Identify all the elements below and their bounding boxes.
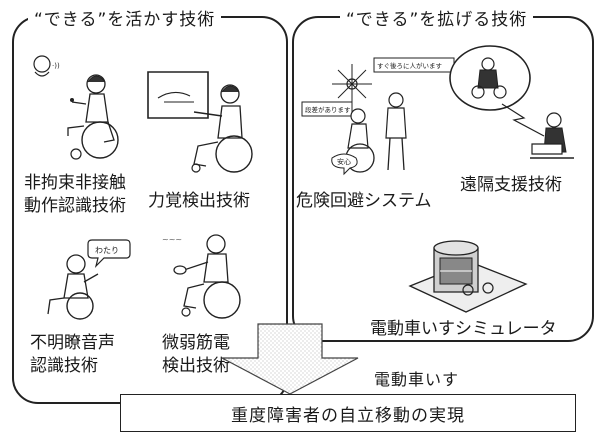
simulator-label: 電動車いすシミュレータ xyxy=(370,319,557,339)
speech-recognition-label-line2: 認識技術 xyxy=(30,356,98,376)
hazard-avoidance-illustration: すぐ後ろに人がいます 段差があります 安心 xyxy=(300,54,460,178)
left-panel-title: “できる”を活かす技術 xyxy=(28,5,222,30)
force-detection-label: 力覚検出技術 xyxy=(148,191,250,211)
callout-relief: 安心 xyxy=(337,157,351,166)
speech-bubble-text: わたり xyxy=(95,246,119,255)
callout-step: 段差があります xyxy=(305,105,351,114)
force-detection-illustration xyxy=(144,64,264,176)
simulator-illustration xyxy=(404,232,532,314)
svg-text:~~~: ~~~ xyxy=(162,235,182,244)
emg-detection-label-line1: 微弱筋電 xyxy=(162,333,230,353)
down-arrow-icon xyxy=(216,322,364,396)
motion-recognition-illustration: ·)) xyxy=(28,46,138,166)
motion-recognition-label-line2: 動作認識技術 xyxy=(24,196,126,216)
hazard-avoidance-label: 危険回避システム xyxy=(296,191,432,211)
motion-recognition-label-line1: 非拘束非接触 xyxy=(24,173,126,193)
emg-detection-illustration: ~~~ xyxy=(162,228,268,322)
remote-support-illustration xyxy=(444,40,588,172)
goal-text: 重度障害者の自立移動の実現 xyxy=(231,405,465,426)
svg-text:·)): ·)) xyxy=(52,62,60,70)
callout-behind: すぐ後ろに人がいます xyxy=(377,61,443,70)
emg-detection-label-line2: 検出技術 xyxy=(162,356,230,376)
speech-recognition-label-line1: 不明瞭音声 xyxy=(30,333,115,353)
right-panel-title: “できる”を拡げる技術 xyxy=(340,5,534,30)
goal-box: 重度障害者の自立移動の実現 xyxy=(120,394,576,432)
electric-wheelchair-label: 電動車いす xyxy=(374,370,460,389)
remote-support-label: 遠隔支援技術 xyxy=(460,175,562,195)
speech-recognition-illustration: わたり xyxy=(34,236,144,320)
